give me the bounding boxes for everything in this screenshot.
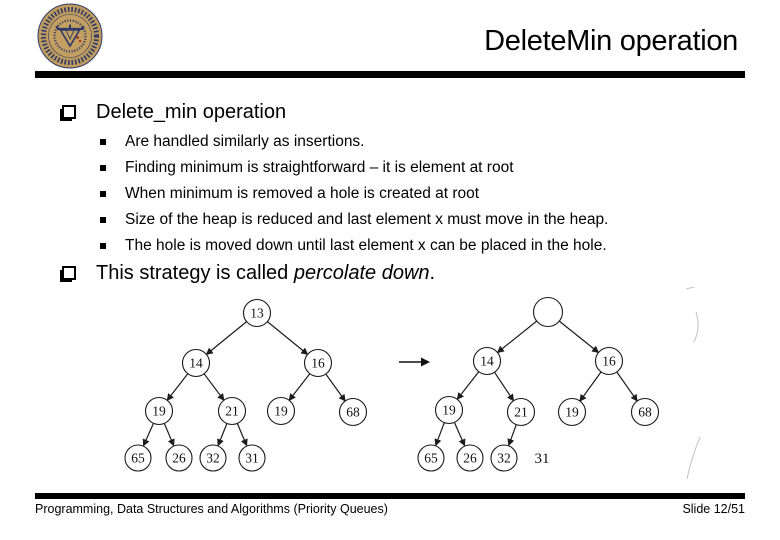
tree-node-value: 21 [225,404,239,419]
tree-edge [494,371,514,402]
tree-node-value: 16 [311,356,325,371]
tree-node-value: 32 [206,451,220,466]
tree-node-value: 31 [245,451,259,466]
tree-node-value: 32 [497,451,511,466]
tree-node-value: 26 [463,451,477,466]
list-item: Are handled similarly as insertions. [100,131,608,157]
list-item: Finding minimum is straightforward – it … [100,157,608,183]
tree-edge [166,373,189,402]
tree-node [557,397,587,427]
tree-node [338,397,368,427]
slide-title: DeleteMin operation [484,25,738,57]
square-bullet-icon [100,165,106,171]
scan-artifact [686,436,701,480]
tree-node [266,396,296,426]
tree-node-value: 65 [424,451,438,466]
heap-deletemin-diagram: 13 14 16 19 21 19 68 65 26 32 31 [124,286,701,480]
footer-course-text: Programming, Data Structures and Algorit… [35,502,388,516]
shadowed-square-bullet-icon [62,266,76,280]
tree-edge [203,373,225,401]
tree-edge [288,373,311,402]
tree-node-value: 68 [638,405,652,420]
tree-node-value: 19 [152,404,166,419]
tree-node-value: 21 [514,405,528,420]
tree-node [124,444,152,472]
tree-node [417,444,445,472]
left-tree: 13 14 16 19 21 19 68 65 26 32 31 [124,298,368,472]
tree-node-value: 19 [565,405,579,420]
tree-node-value: 26 [172,451,186,466]
sub-bullet-text: Finding minimum is straightforward – it … [125,159,514,176]
tree-edge [453,422,466,447]
right-tree-edges [434,320,638,447]
tree-node-value: 13 [250,306,264,321]
tree-edge [507,424,517,447]
tree-node-value: 65 [131,451,145,466]
left-tree-edges [142,321,346,447]
bullet-section-2: This strategy is called percolate down. [62,261,435,286]
sub-bullet-text: Size of the heap is reduced and last ele… [125,211,609,228]
tree-node [472,346,502,376]
bullet-section-1: Delete_min operation [62,100,286,125]
tree-edge [142,423,155,447]
tree-edge [217,423,228,447]
square-bullet-icon [100,217,106,223]
tree-node-value: 14 [189,356,203,371]
tree-node [181,348,211,378]
tree-edge [325,373,346,402]
tree-node [490,444,518,472]
tree-node [165,444,193,472]
footer-rule [35,493,745,499]
tree-node-value: 19 [274,404,288,419]
tree-node-value: 19 [442,403,456,418]
square-bullet-icon [100,191,106,197]
tree-node-value: 16 [602,354,616,369]
tree-node [217,396,247,426]
tree-node [238,444,266,472]
tree-node-value: 68 [346,405,360,420]
tree-edge [579,371,602,402]
section-1-heading: Delete_min operation [96,101,287,123]
list-item: The hole is moved down until last elemen… [100,235,608,261]
tree-node [594,346,624,376]
tree-node [434,395,464,425]
sub-bullet-text: Are handled similarly as insertions. [125,133,365,150]
tree-edge [434,422,445,447]
tree-node [303,348,333,378]
tree-edge [456,371,480,401]
tree-edge [163,423,175,447]
shadowed-square-bullet-icon [62,105,76,119]
hole-root-node [532,296,564,328]
tree-edge [558,320,600,354]
scan-artifact [685,286,695,290]
tree-edge [616,371,638,402]
scan-artifact [693,311,699,343]
percolate-down-emphasis: percolate down [293,262,430,284]
tree-node [506,397,536,427]
square-bullet-icon [100,139,106,145]
detached-element-value: 31 [535,451,550,467]
tree-node [242,298,272,328]
tree-edge [267,321,309,355]
tree-edge [496,320,538,354]
footer-slide-number: Slide 12/51 [682,502,745,516]
right-arrow-icon [399,357,430,367]
tree-node [199,444,227,472]
sub-bullet-list: Are handled similarly as insertions. Fin… [100,131,608,261]
tree-node [630,397,660,427]
sub-bullet-text: The hole is moved down until last elemen… [125,237,607,254]
tree-edge [205,321,247,355]
university-seal-icon [37,3,103,69]
tree-edge [236,423,248,447]
tree-node [144,396,174,426]
header-rule [35,71,745,78]
tree-node [456,444,484,472]
list-item: When minimum is removed a hole is create… [100,183,608,209]
tree-node-value: 14 [480,354,494,369]
list-item: Size of the heap is reduced and last ele… [100,209,608,235]
right-tree: 14 16 19 21 19 68 65 26 32 31 [417,296,660,472]
sub-bullet-text: When minimum is removed a hole is create… [125,185,480,202]
square-bullet-icon [100,243,106,249]
section-2-text: This strategy is called percolate down. [96,262,436,284]
